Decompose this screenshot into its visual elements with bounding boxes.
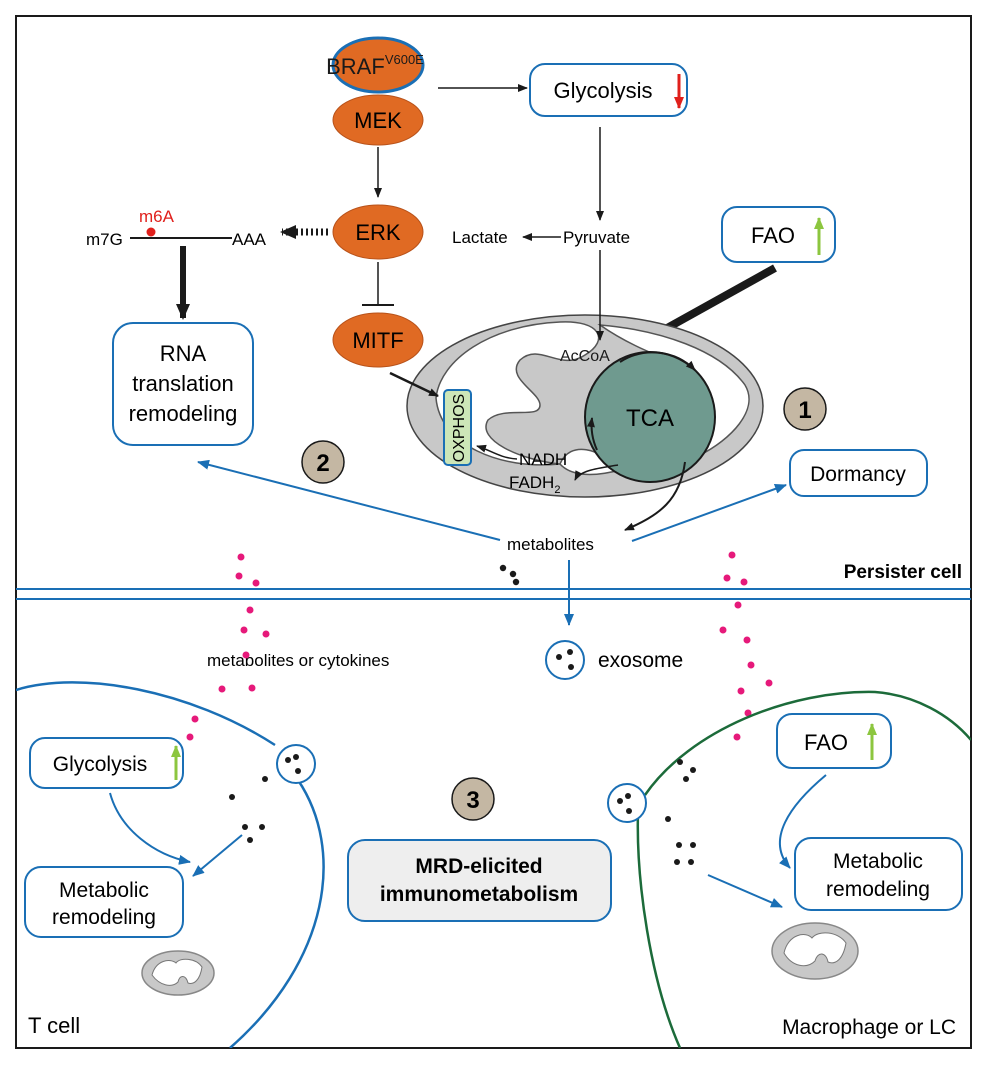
macrophage-remodeling-line1: Metabolic: [833, 850, 923, 873]
lactate-label: Lactate: [452, 228, 508, 247]
rna-label-line2: translation: [132, 371, 234, 396]
t-cell-glycolysis-label: Glycolysis: [53, 753, 148, 776]
tca-label: TCA: [626, 405, 674, 432]
fadh-label: FADH2: [509, 473, 560, 496]
macrophage-fao-to-remodeling-arrow: [778, 774, 827, 869]
t-cell-glycolysis-to-remodeling-arrow: [109, 792, 191, 865]
macrophage-mitochondrion-icon: [771, 922, 859, 980]
mrd-box: [347, 839, 612, 922]
fao-box: [721, 206, 836, 263]
exosome-dot: [625, 793, 631, 799]
rna-label-line1: RNA: [160, 341, 207, 366]
dormancy-label: Dormancy: [810, 463, 906, 486]
dormancy-box: [789, 449, 928, 497]
t-cell-metabolite-dots: [229, 776, 268, 843]
mitf-label: MITF: [352, 328, 403, 353]
mek-ellipse: [332, 94, 424, 146]
glycolysis-label: Glycolysis: [553, 78, 652, 103]
mitf-ellipse: [332, 312, 424, 368]
oxphos-box: [443, 389, 472, 466]
mrd-label-line1: MRD-elicited: [415, 855, 542, 878]
exosome-dot: [295, 768, 301, 774]
badge-2: [301, 440, 345, 484]
braf-ellipse: [331, 36, 425, 94]
badge-1-label: 1: [798, 397, 811, 424]
metabolite-dot: [509, 570, 517, 578]
acoa-label: AcCoA: [560, 348, 610, 365]
erk-ellipse: [332, 204, 424, 260]
metabolites-cytokines-label: metabolites or cytokines: [207, 651, 389, 670]
persister-cell-label: Persister cell: [844, 562, 962, 583]
metabolites-to-rna-arrow: [197, 459, 501, 541]
t-cell-mitochondrion-icon: [141, 950, 215, 996]
braf-label: BRAFV600E: [326, 52, 424, 79]
exosome-vesicle: [545, 640, 585, 680]
cytokine-dots-right: [719, 551, 773, 741]
fao-label: FAO: [751, 223, 795, 248]
pyruvate-label: Pyruvate: [563, 228, 630, 247]
badge-3-label: 3: [466, 787, 479, 814]
macrophage-remodeling-box: [794, 837, 963, 911]
erk-label: ERK: [355, 220, 401, 245]
macrophage-fao-label: FAO: [804, 730, 848, 755]
t-cell-label: T cell: [28, 1013, 80, 1038]
rna-translation-box: [112, 322, 254, 446]
metabolites-to-dormancy-arrow: [631, 484, 787, 542]
exosome-dot: [556, 654, 562, 660]
macrophage-membrane: [636, 690, 971, 1048]
tca-to-metabolites-arrow: [624, 461, 686, 531]
metabolite-dot: [499, 564, 507, 572]
badge-1: [783, 387, 827, 431]
exosome-dot: [626, 808, 632, 814]
t-cell-exosome: [276, 744, 316, 784]
macrophage-dots-to-mito-arrow: [707, 874, 783, 908]
t-cell-remodeling-line1: Metabolic: [59, 879, 149, 902]
mek-label: MEK: [354, 108, 402, 133]
macrophage-exosome: [607, 783, 647, 823]
macrophage-metabolite-dots: [665, 759, 696, 865]
m7g-label: m7G: [86, 230, 123, 249]
tca-cycle-arrow-top: [619, 351, 696, 371]
cytokine-dots-left: [186, 553, 270, 741]
metabolite-dot: [512, 578, 520, 586]
rna-label-line3: remodeling: [129, 401, 238, 426]
exosome-dot: [285, 757, 291, 763]
oxphos-label: OXPHOS: [451, 394, 468, 462]
glycolysis-box: [529, 63, 688, 117]
t-cell-remodeling-line2: remodeling: [52, 906, 156, 929]
outer-frame: [15, 15, 972, 1049]
m6a-dot: [146, 227, 156, 237]
nadh-label: NADH: [519, 450, 567, 469]
aaa-label: AAA: [232, 230, 267, 249]
exosome-dot: [568, 664, 574, 670]
macrophage-remodeling-line2: remodeling: [826, 878, 930, 901]
exosome-dot: [617, 798, 623, 804]
badge-2-label: 2: [316, 450, 329, 477]
t-cell-membrane: [16, 681, 325, 1048]
t-cell-dots-to-remodeling-arrow: [192, 834, 243, 877]
badge-3: [451, 777, 495, 821]
macrophage-fao-box: [776, 713, 892, 769]
t-cell-glycolysis-box: [29, 737, 184, 789]
mitf-to-oxphos-arrow: [389, 371, 439, 398]
nadh-to-oxphos-arrow: [476, 444, 518, 460]
metabolites-label: metabolites: [507, 535, 594, 554]
macrophage-label: Macrophage or LC: [782, 1016, 956, 1039]
tca-to-fadh-arrow: [574, 464, 619, 481]
exosome-dot: [293, 754, 299, 760]
mrd-label-line2: immunometabolism: [380, 883, 578, 906]
t-cell-remodeling-box: [24, 866, 184, 938]
exosome-dot: [567, 649, 573, 655]
exosome-label: exosome: [598, 649, 683, 672]
tca-cycle-arrow-left: [586, 417, 598, 451]
m6a-label: m6A: [139, 207, 175, 226]
